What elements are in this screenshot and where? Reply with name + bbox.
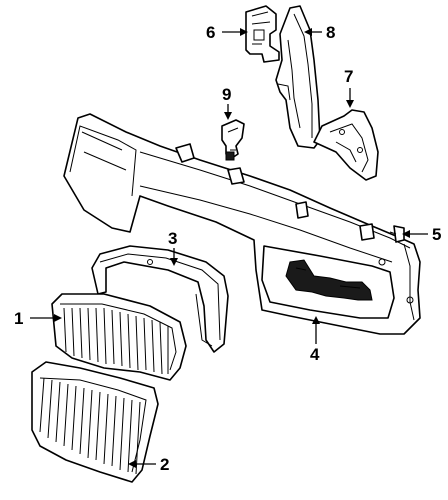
callout-9: 9	[222, 85, 232, 120]
svg-text:4: 4	[310, 345, 320, 364]
svg-text:1: 1	[14, 309, 23, 328]
callout-8: 8	[304, 23, 335, 42]
part-9-bulb-socket	[221, 119, 245, 161]
svg-text:6: 6	[206, 23, 215, 42]
header-panel	[63, 113, 421, 335]
callout-2: 2	[128, 455, 169, 474]
part-3-trim-bezel	[91, 245, 229, 353]
callout-1: 1	[14, 309, 62, 328]
svg-text:2: 2	[160, 455, 169, 474]
svg-text:9: 9	[222, 85, 231, 104]
callout-4: 4	[310, 316, 320, 364]
callout-6: 6	[206, 23, 248, 42]
part-7-corner-bracket	[313, 109, 379, 181]
svg-text:8: 8	[326, 23, 335, 42]
part-6-bracket	[245, 5, 280, 63]
part-5-clip	[389, 225, 405, 243]
svg-text:5: 5	[432, 225, 441, 244]
part-1-upper-grille	[51, 293, 187, 381]
callout-7: 7	[344, 67, 354, 108]
svg-text:3: 3	[168, 229, 177, 248]
svg-text:7: 7	[344, 67, 353, 86]
callout-3: 3	[168, 229, 178, 266]
part-8-seal-strip	[275, 5, 321, 149]
part-2-lower-grille	[31, 361, 159, 483]
callout-5: 5	[402, 225, 441, 244]
